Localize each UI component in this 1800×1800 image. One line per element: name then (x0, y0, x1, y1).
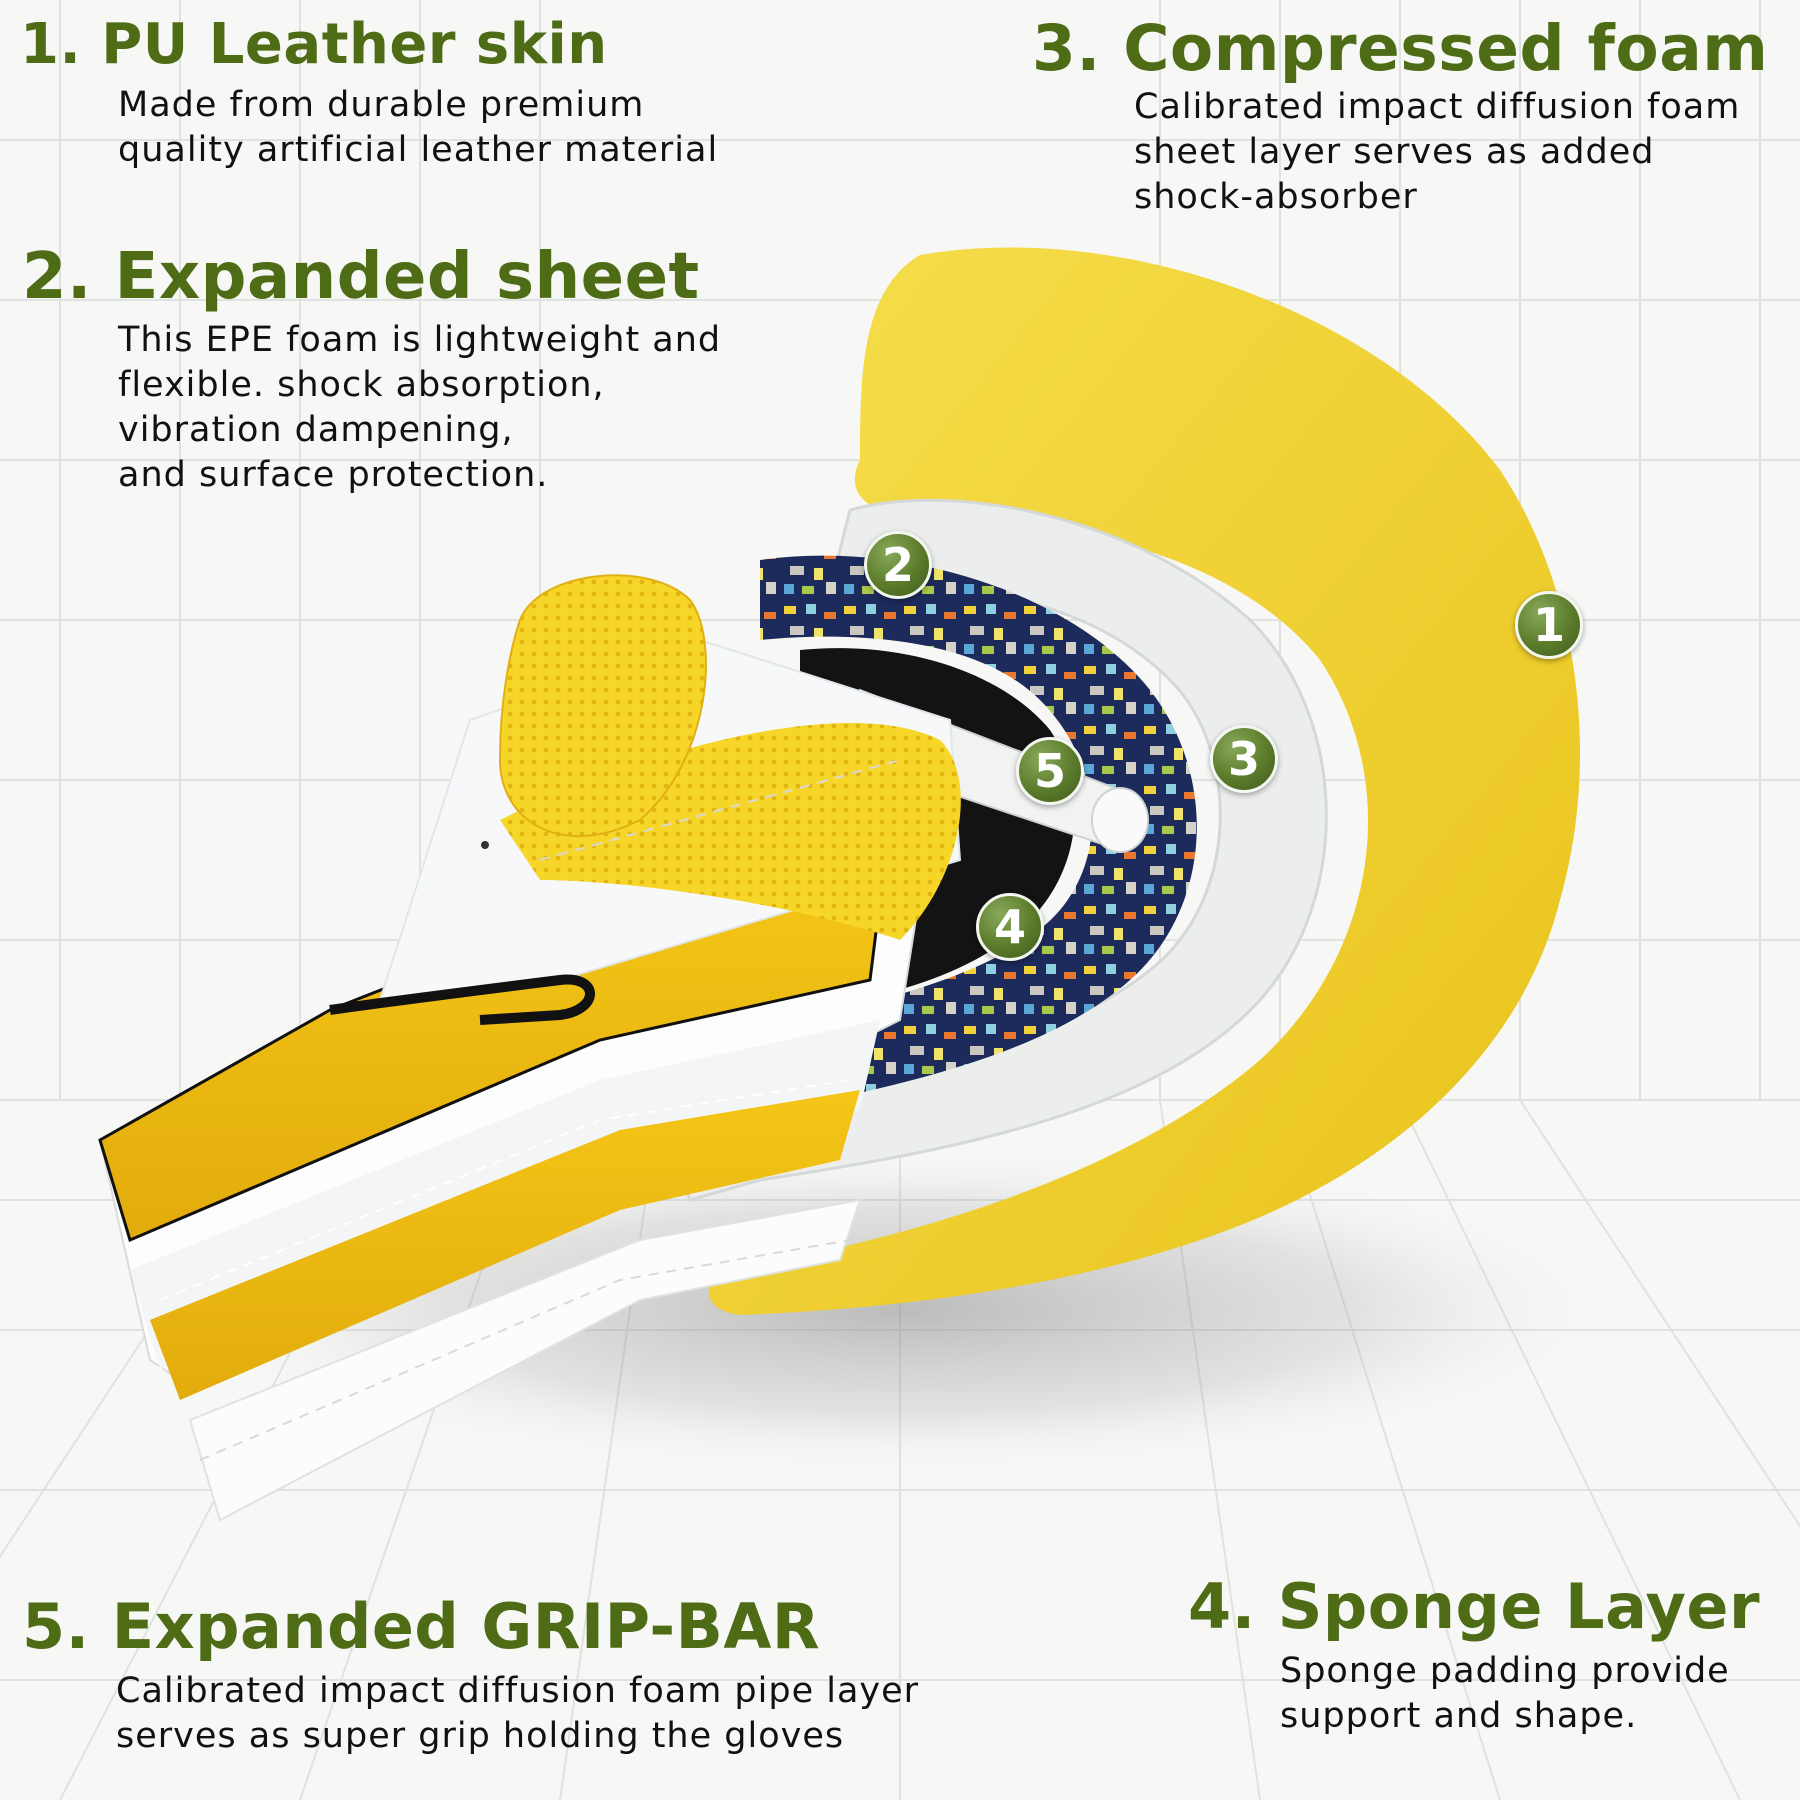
section-expanded-sheet: 2. Expanded sheet This EPE foam is light… (22, 240, 721, 498)
section-heading: 5. Expanded GRIP-BAR (22, 1590, 821, 1663)
section-heading: 1. PU Leather skin (20, 12, 608, 77)
section-description: Sponge padding provide support and shape… (1280, 1649, 1760, 1739)
description-line: vibration dampening, (118, 410, 514, 450)
marker-5: 5 (1016, 737, 1084, 805)
section-expanded-grip-bar: 5. Expanded GRIP-BAR Calibrated impact d… (22, 1590, 919, 1759)
description-line: Calibrated impact diffusion foam pipe la… (116, 1671, 920, 1711)
section-heading: 2. Expanded sheet (22, 240, 700, 314)
description-line: flexible. shock absorption, (118, 365, 605, 405)
marker-4: 4 (976, 893, 1044, 961)
section-heading: 4. Sponge Layer (1188, 1570, 1761, 1643)
section-compressed-foam: 3. Compressed foam Calibrated impact dif… (1032, 12, 1768, 220)
section-sponge-layer: 4. Sponge Layer Sponge padding provide s… (1188, 1570, 1760, 1739)
description-line: and surface protection. (118, 455, 549, 495)
description-line: support and shape. (1280, 1696, 1638, 1736)
marker-2: 2 (864, 531, 932, 599)
marker-3: 3 (1210, 725, 1278, 793)
section-pu-leather-skin: 1. PU Leather skin Made from durable pre… (20, 12, 718, 173)
description-line: Made from durable premium (118, 85, 645, 125)
description-line: serves as super grip holding the gloves (116, 1716, 845, 1756)
description-line: This EPE foam is lightweight and (118, 320, 722, 360)
description-line: shock-absorber (1134, 177, 1418, 217)
description-line: Sponge padding provide (1280, 1651, 1730, 1691)
description-line: Calibrated impact diffusion foam (1134, 87, 1741, 127)
section-description: Made from durable premium quality artifi… (118, 83, 718, 173)
section-description: This EPE foam is lightweight and flexibl… (118, 318, 721, 498)
section-description: Calibrated impact diffusion foam sheet l… (1134, 85, 1768, 220)
section-heading: 3. Compressed foam (1032, 12, 1769, 85)
marker-1: 1 (1515, 591, 1583, 659)
section-description: Calibrated impact diffusion foam pipe la… (116, 1669, 919, 1759)
description-line: sheet layer serves as added (1134, 132, 1655, 172)
description-line: quality artificial leather material (118, 130, 719, 170)
